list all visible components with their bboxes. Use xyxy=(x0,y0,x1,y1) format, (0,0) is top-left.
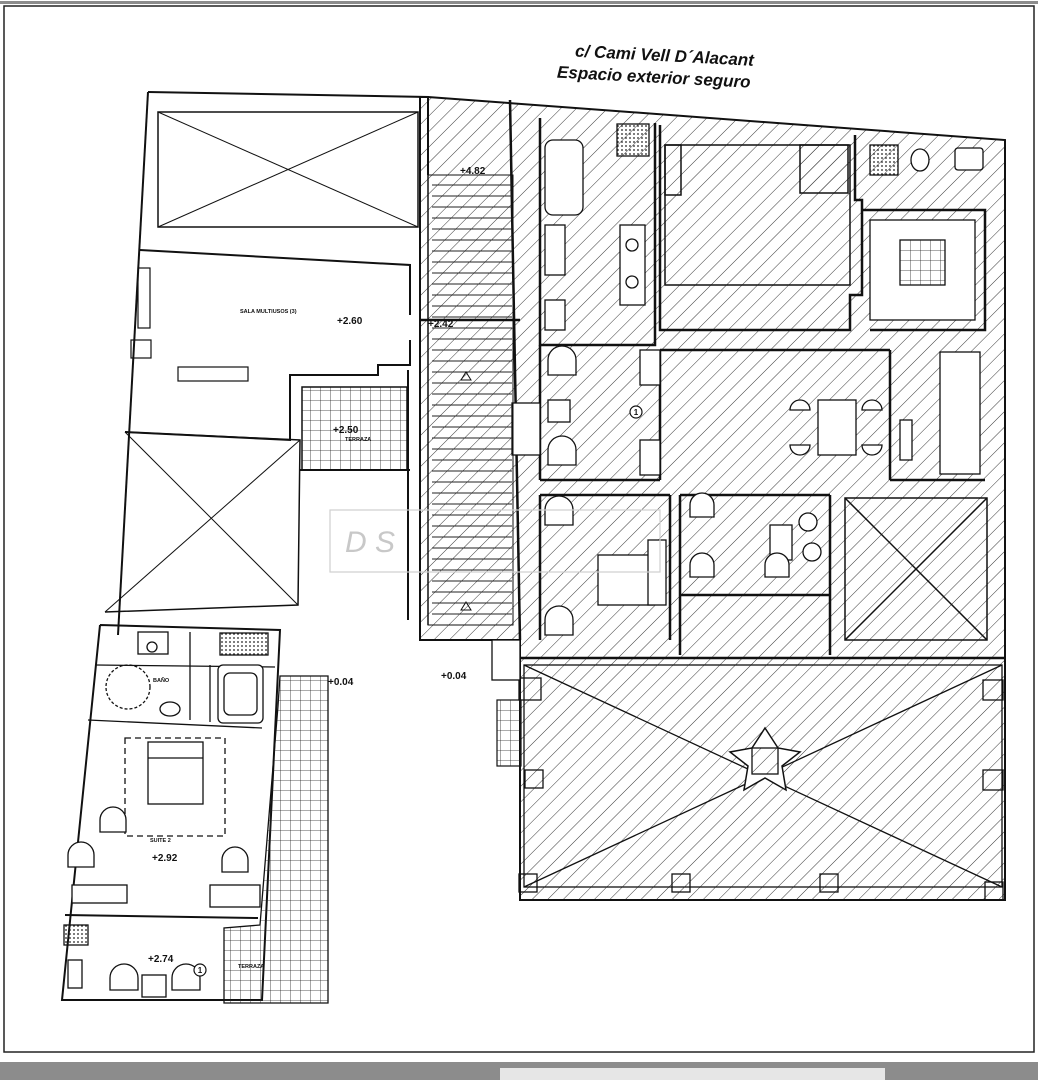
door-marker-1-upper: 1 xyxy=(634,408,639,417)
level-terraza-upper: +2.50 xyxy=(333,425,359,436)
level-ground-left: +0.04 xyxy=(328,677,354,688)
level-landing: +2.42 xyxy=(428,319,454,330)
terrace-lower xyxy=(223,675,329,1004)
central-stair xyxy=(427,174,514,626)
watermark-box xyxy=(329,509,661,573)
level-ground-mid: +0.04 xyxy=(441,671,467,682)
top-edge-bar xyxy=(0,1,1038,4)
room-terraza-upper: TERRAZA xyxy=(345,437,371,443)
main-building xyxy=(419,96,1006,901)
level-stairs-top: +4.82 xyxy=(460,166,486,177)
level-suite: +2.92 xyxy=(152,853,178,864)
level-lower-room: +2.74 xyxy=(148,954,174,965)
room-terraza-lower: TERRAZA xyxy=(238,964,264,970)
room-bano: BAÑO xyxy=(153,677,170,684)
door-marker-1-lower: 1 xyxy=(198,966,203,975)
level-sala: +2.60 xyxy=(337,316,363,327)
door-markers xyxy=(193,405,643,977)
sheet-border xyxy=(3,5,1035,1053)
watermark-text: D S xyxy=(345,526,395,559)
room-sala: SALA MULTIUSOS (3) xyxy=(240,309,297,315)
room-suite: SUITE 2 xyxy=(150,838,171,844)
footer-strip xyxy=(500,1068,885,1080)
suite-block xyxy=(60,624,282,1001)
left-wing xyxy=(104,91,429,636)
